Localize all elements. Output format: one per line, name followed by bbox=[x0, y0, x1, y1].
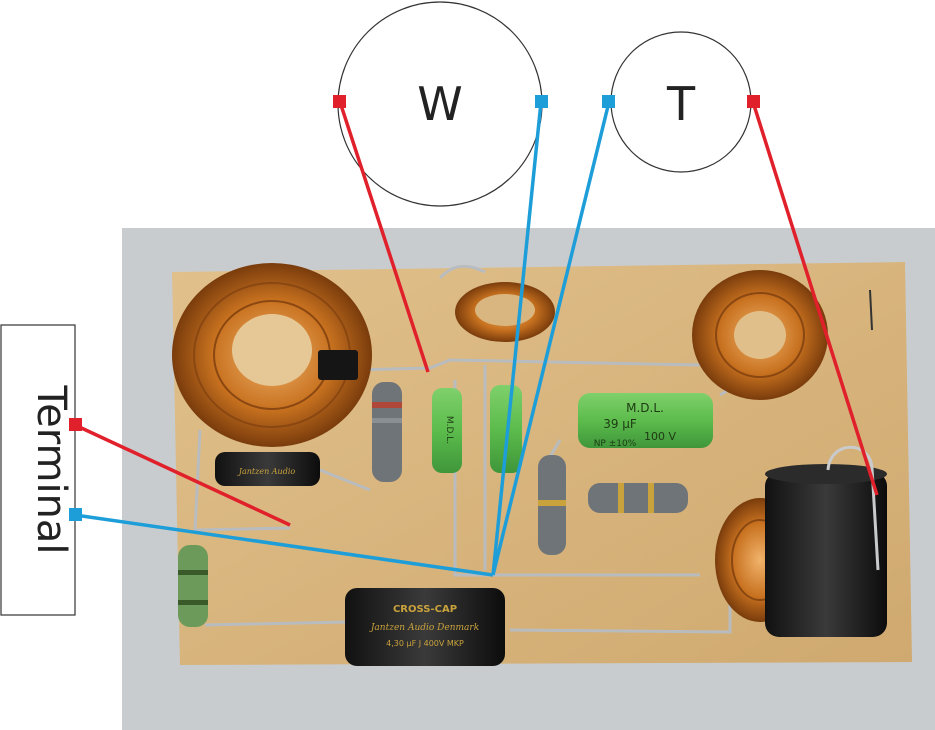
inductor-small-top bbox=[455, 282, 555, 342]
electrolytic-cap-2 bbox=[490, 385, 522, 473]
crossover-photo: Jantzen Audio M.D.L. M.D.L. 39 μF 100 V … bbox=[122, 228, 935, 730]
capacitor-cross-cap: CROSS-CAP Jantzen Audio Denmark 4,30 μF … bbox=[345, 588, 505, 666]
cross-cap-maker: Jantzen Audio Denmark bbox=[369, 623, 479, 633]
woofer-positive-line bbox=[338, 101, 430, 373]
tweeter-label: T bbox=[666, 77, 696, 131]
inductor-large bbox=[172, 263, 372, 447]
cross-cap-value: 4,30 μF J 400V MKP bbox=[386, 639, 464, 648]
tweeter-symbol: T bbox=[610, 31, 752, 173]
woofer-symbol: W bbox=[337, 1, 543, 207]
small-cap-maker: Jantzen Audio bbox=[237, 467, 296, 476]
board-mark bbox=[869, 289, 873, 331]
resistor-green bbox=[178, 545, 208, 627]
connection-lines bbox=[74, 101, 879, 577]
woofer-negative-terminal bbox=[535, 95, 548, 108]
resistor-vertical-center bbox=[538, 455, 566, 555]
terminal-label: Terminal bbox=[28, 384, 74, 554]
electrolytic-cap-3: M.D.L. 39 μF 100 V NP ±10% bbox=[578, 393, 713, 449]
cross-cap-brand: CROSS-CAP bbox=[393, 604, 457, 615]
tweeter-negative-terminal bbox=[602, 95, 615, 108]
capacitor-small-black: Jantzen Audio bbox=[215, 452, 320, 486]
tweeter-negative-line bbox=[491, 101, 611, 576]
woofer-label: W bbox=[417, 77, 462, 131]
woofer-negative-line bbox=[491, 101, 543, 576]
electrolytic-1-brand: M.D.L. bbox=[444, 416, 454, 444]
woofer-positive-terminal bbox=[333, 95, 346, 108]
electrolytic-3-tolerance: NP ±10% bbox=[594, 439, 637, 449]
terminal-box: Terminal bbox=[0, 324, 76, 616]
terminal-negative-line bbox=[74, 513, 494, 577]
capacitor-cylinder-right bbox=[765, 445, 887, 637]
electrolytic-3-value: 39 μF bbox=[603, 417, 637, 431]
terminal-positive-marker bbox=[69, 418, 82, 431]
resistor-horizontal bbox=[588, 483, 688, 513]
resistor-vertical-left bbox=[372, 382, 402, 482]
tweeter-positive-terminal bbox=[747, 95, 760, 108]
connector-markers bbox=[69, 95, 760, 521]
electrolytic-3-brand: M.D.L. bbox=[626, 401, 664, 415]
terminal-negative-marker bbox=[69, 508, 82, 521]
electrolytic-cap-1: M.D.L. bbox=[432, 388, 462, 473]
electrolytic-3-voltage: 100 V bbox=[644, 430, 676, 443]
tweeter-positive-line bbox=[751, 101, 879, 496]
inductor-top-right bbox=[692, 270, 828, 400]
terminal-positive-line bbox=[74, 423, 291, 527]
